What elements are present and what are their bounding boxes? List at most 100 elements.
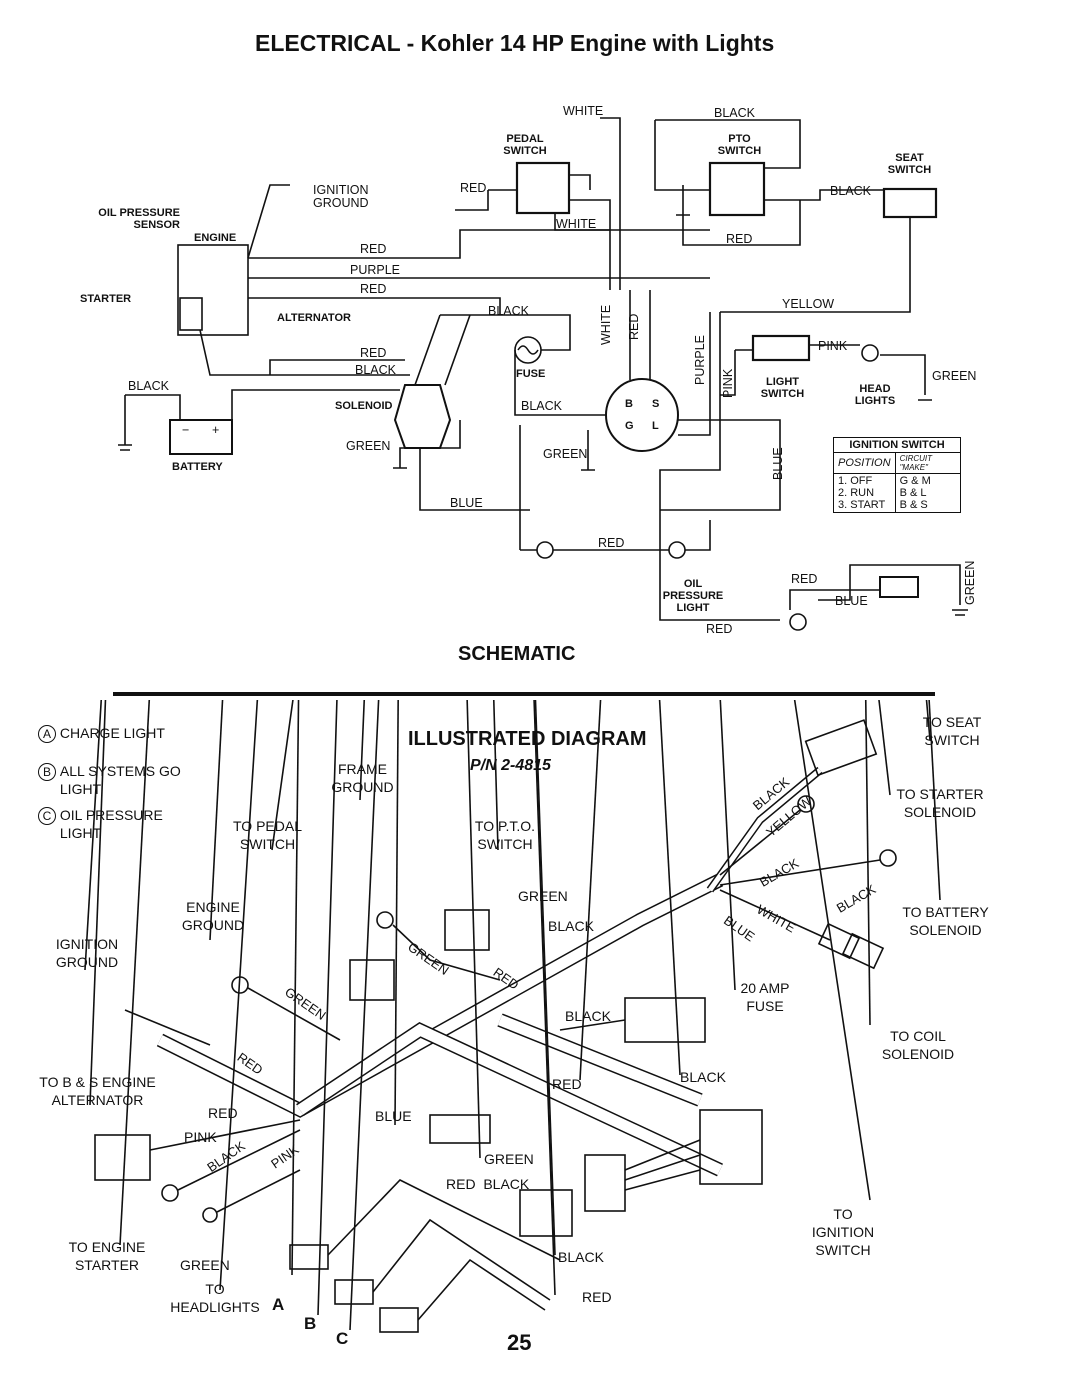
coil-connector-1 xyxy=(817,922,861,960)
wire-label-purple-1: PURPLE xyxy=(350,263,401,277)
wire-label-pink: PINK xyxy=(818,339,848,353)
callout-c: C xyxy=(336,1329,349,1348)
ignition-plug-2 xyxy=(584,1154,626,1212)
legend-item-c: C OIL PRESSURE LIGHT xyxy=(38,806,180,842)
light-socket-c xyxy=(379,1307,419,1333)
wire-label-black-top: BLACK xyxy=(714,106,755,120)
seat-switch-box xyxy=(882,187,938,219)
wire-label-red-2: RED xyxy=(360,282,387,296)
callout-a: A xyxy=(272,1295,285,1314)
head-lights-label: HEAD LIGHTS xyxy=(854,383,896,407)
wire-label-red-pedal: RED xyxy=(460,181,487,195)
solenoid-label: SOLENOID xyxy=(335,400,393,412)
to-battery-solenoid-label: TO BATTERY SOLENOID xyxy=(902,904,989,938)
battery-box xyxy=(169,419,233,455)
green-right-label: GREEN xyxy=(484,1151,534,1167)
ignition-col-circuit: CIRCUIT "MAKE" xyxy=(894,452,962,474)
wire-label-green-head: GREEN xyxy=(932,369,977,383)
black-conn-label: BLACK xyxy=(680,1069,726,1085)
to-headlights-label: TO HEADLIGHTS xyxy=(170,1281,260,1315)
engine-ground-label: ENGINE GROUND xyxy=(181,899,245,933)
to-seat-switch-label: TO SEAT SWITCH xyxy=(922,714,982,748)
to-starter-solenoid-label: TO STARTER SOLENOID xyxy=(896,786,984,820)
red-black-label: RED BLACK xyxy=(446,1176,530,1192)
ignition-row-1-circuit: B & L xyxy=(899,487,927,499)
head-lamp xyxy=(861,344,879,362)
harness-illustration xyxy=(84,700,941,1333)
frame-ground-label: FRAME GROUND xyxy=(331,761,394,795)
to-bs-alternator-label: TO B & S ENGINE ALTERNATOR xyxy=(39,1074,156,1108)
wire-label-yellow: YELLOW xyxy=(782,297,835,311)
light-socket-a xyxy=(289,1244,329,1270)
wire-label-black-fuse: BLACK xyxy=(488,304,529,318)
black-fuse-label: BLACK xyxy=(565,1008,611,1024)
pink-left-label: PINK xyxy=(184,1129,217,1145)
coil-connector-2 xyxy=(841,932,885,970)
battery-minus: − xyxy=(182,423,190,437)
ignition-row-position: 1. OFF 2. RUN 3. START xyxy=(833,473,896,513)
alternator-plug xyxy=(94,1134,151,1181)
light-socket-b xyxy=(334,1279,374,1305)
wire-label-purple-v: PURPLE xyxy=(693,334,707,385)
pedal-connector xyxy=(349,959,395,1001)
red-left-label: RED xyxy=(208,1105,238,1121)
wire-label-blue-bottom: BLUE xyxy=(450,496,483,510)
to-pto-switch-label: TO P.T.O. SWITCH xyxy=(474,818,536,852)
black-lower-label: BLACK xyxy=(558,1249,604,1265)
wire-label-red-sol: RED xyxy=(360,346,387,360)
ignition-switch-plug xyxy=(699,1109,763,1185)
lower-lamp xyxy=(789,613,807,631)
wire-label-blue-lower: BLUE xyxy=(835,594,868,608)
starter-label: STARTER xyxy=(80,293,132,305)
fuse-holder xyxy=(624,997,706,1043)
battery-plus: + xyxy=(212,423,220,437)
part-number: P/N 2-4815 xyxy=(470,757,551,774)
pto-switch-box xyxy=(708,161,766,217)
oil-pressure-sensor-label: OIL PRESSURE SENSOR xyxy=(98,207,180,231)
black-mid-label: BLACK xyxy=(548,918,594,934)
legend-text-a: CHARGE LIGHT xyxy=(59,725,165,741)
to-coil-solenoid-label: TO COIL SOLENOID xyxy=(881,1028,955,1062)
ignition-ground-diagram-label: IGNITION GROUND xyxy=(55,936,119,970)
engine-box xyxy=(177,244,249,336)
wire-label-pink-v: PINK xyxy=(721,368,735,398)
key-terminal-s: S xyxy=(652,398,660,410)
connector-red-black xyxy=(519,1189,573,1237)
ignition-row-0-circuit: G & M xyxy=(899,475,931,487)
callout-b: B xyxy=(304,1314,317,1333)
ignition-row-2-position: 3. START xyxy=(838,499,886,511)
key-terminal-l: L xyxy=(652,420,659,432)
oil-pressure-light-label: OIL PRESSURE LIGHT xyxy=(662,578,724,614)
ignition-row-2-circuit: B & S xyxy=(899,499,928,511)
ignition-col-position: POSITION xyxy=(833,452,896,474)
starter-box xyxy=(179,297,203,331)
legend-badge-c: C xyxy=(38,807,56,825)
key-switch-circle xyxy=(605,378,679,452)
section-divider xyxy=(113,692,935,696)
to-ignition-switch-label: TO IGNITION SWITCH xyxy=(811,1206,875,1258)
seat-switch-connector xyxy=(804,719,878,777)
wire-label-black-key: BLACK xyxy=(521,399,562,413)
engine-label: ENGINE xyxy=(194,232,237,244)
legend-text-b: ALL SYSTEMS GO LIGHT xyxy=(59,763,181,797)
wire-label-green-v: GREEN xyxy=(963,560,977,605)
light-switch-label: LIGHT SWITCH xyxy=(760,376,805,400)
wire-label-white-v: WHITE xyxy=(599,304,613,345)
wire-label-black-sol: BLACK xyxy=(355,363,396,377)
wire-label-white-top: WHITE xyxy=(563,104,604,118)
pto-connector xyxy=(444,909,490,951)
legend-badge-b: B xyxy=(38,763,56,781)
fuse-label: FUSE xyxy=(516,368,546,380)
wire-label-black-seat: BLACK xyxy=(830,184,871,198)
legend-badge-a: A xyxy=(38,725,56,743)
wire-label-green-sol: GREEN xyxy=(346,439,391,453)
ignition-switch-table: IGNITION SWITCH POSITION CIRCUIT "MAKE" … xyxy=(833,437,962,513)
key-terminal-g: G xyxy=(625,420,634,432)
battery-label: BATTERY xyxy=(172,461,223,473)
red-conn-label: RED xyxy=(552,1076,582,1092)
wire-label-red-lower: RED xyxy=(791,572,818,586)
blue-label: BLUE xyxy=(375,1108,412,1124)
green-top-label: GREEN xyxy=(518,888,568,904)
ignition-row-circuit: G & M B & L B & S xyxy=(894,473,962,513)
